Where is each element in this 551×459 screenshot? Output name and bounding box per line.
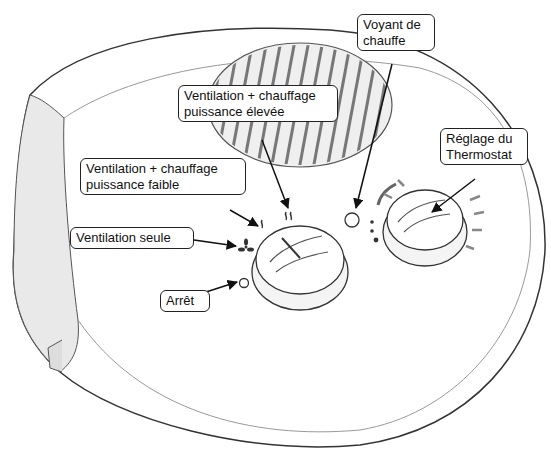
- knob-pointer: [282, 238, 300, 258]
- low-heat-symbol: [261, 220, 262, 228]
- leader-arrow: [230, 210, 258, 226]
- thermostat-knob: [387, 190, 463, 250]
- heater-edge: [64, 59, 530, 432]
- scale-dot: [374, 238, 379, 243]
- callout-text: Ventilation + chauffage puissance faible: [86, 161, 240, 192]
- callout-text: Ventilation seule: [76, 230, 188, 246]
- scale-dot: [370, 229, 374, 233]
- mode-callout: Ventilation + chauffage puissance élevée: [178, 85, 338, 122]
- leader-arrow: [432, 179, 475, 212]
- callout-text: Ventilation + chauffage puissance élevée: [184, 88, 332, 119]
- mode-callout: Ventilation seule: [70, 227, 194, 249]
- mode-knob: [256, 226, 344, 294]
- mode-callout: Arrêt: [160, 290, 210, 312]
- callout-text: Arrêt: [166, 293, 204, 309]
- heater-foot: [48, 340, 62, 372]
- high-heat-symbol: [285, 212, 291, 220]
- mode-callout: Ventilation + chauffage puissance faible: [80, 158, 246, 195]
- heater-side: [13, 95, 78, 372]
- knob-grip: [270, 236, 328, 272]
- scale-dot: [370, 220, 374, 224]
- leader-arrow: [262, 140, 288, 208]
- leader-arrow: [194, 240, 236, 246]
- indicator-callout: Voyant de chauffe: [357, 14, 435, 51]
- thermostat-callout: Réglage du Thermostat: [440, 128, 528, 165]
- fan-symbol: [238, 239, 254, 252]
- callout-text: Voyant de chauffe: [363, 17, 429, 48]
- callout-text: Réglage du Thermostat: [446, 131, 522, 162]
- leader-arrow: [206, 282, 237, 292]
- heater-body: [13, 28, 545, 447]
- off-symbol: [240, 279, 249, 288]
- thermostat-ridges: [384, 180, 484, 249]
- indicator-light: [345, 213, 359, 227]
- leader-arrow: [356, 64, 392, 208]
